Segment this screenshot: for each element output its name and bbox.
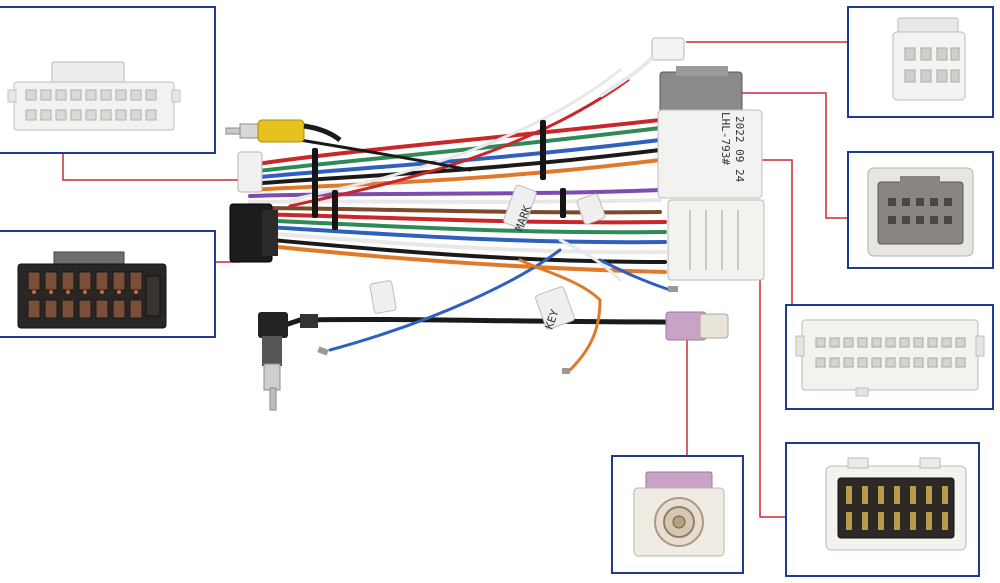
leader-line-top-left xyxy=(62,153,245,181)
white-8pin-connector-closeup xyxy=(892,17,966,101)
leader-line-second-right xyxy=(740,92,848,219)
loose-wires xyxy=(328,238,672,372)
rca-plug xyxy=(225,119,342,143)
black-16pin-connector-closeup xyxy=(17,251,167,329)
zip-ties xyxy=(312,120,566,230)
top-small-white-connector xyxy=(598,37,685,98)
grey-connector xyxy=(659,66,743,113)
fakra-connector xyxy=(665,311,729,341)
white-24pin-connector xyxy=(667,199,765,281)
white-20pin-connector-closeup xyxy=(7,61,181,131)
white-main-connector: LHL-793# 2022 09 24 xyxy=(657,109,763,199)
harness-part-label: LHL-793# xyxy=(719,112,732,165)
white-24pin-connector-closeup xyxy=(795,319,985,397)
antenna-adapter xyxy=(258,312,669,411)
fakra-connector-closeup xyxy=(633,471,725,557)
white-12pin-black-contacts-closeup xyxy=(825,457,967,551)
wire-end-terminals xyxy=(317,286,678,374)
left-white-connector xyxy=(237,151,263,193)
grey-12pin-connector-closeup xyxy=(867,167,974,257)
harness-date-label: 2022 09 24 xyxy=(733,116,746,183)
leader-line-third-right xyxy=(760,159,793,305)
left-black-connector xyxy=(229,203,278,263)
